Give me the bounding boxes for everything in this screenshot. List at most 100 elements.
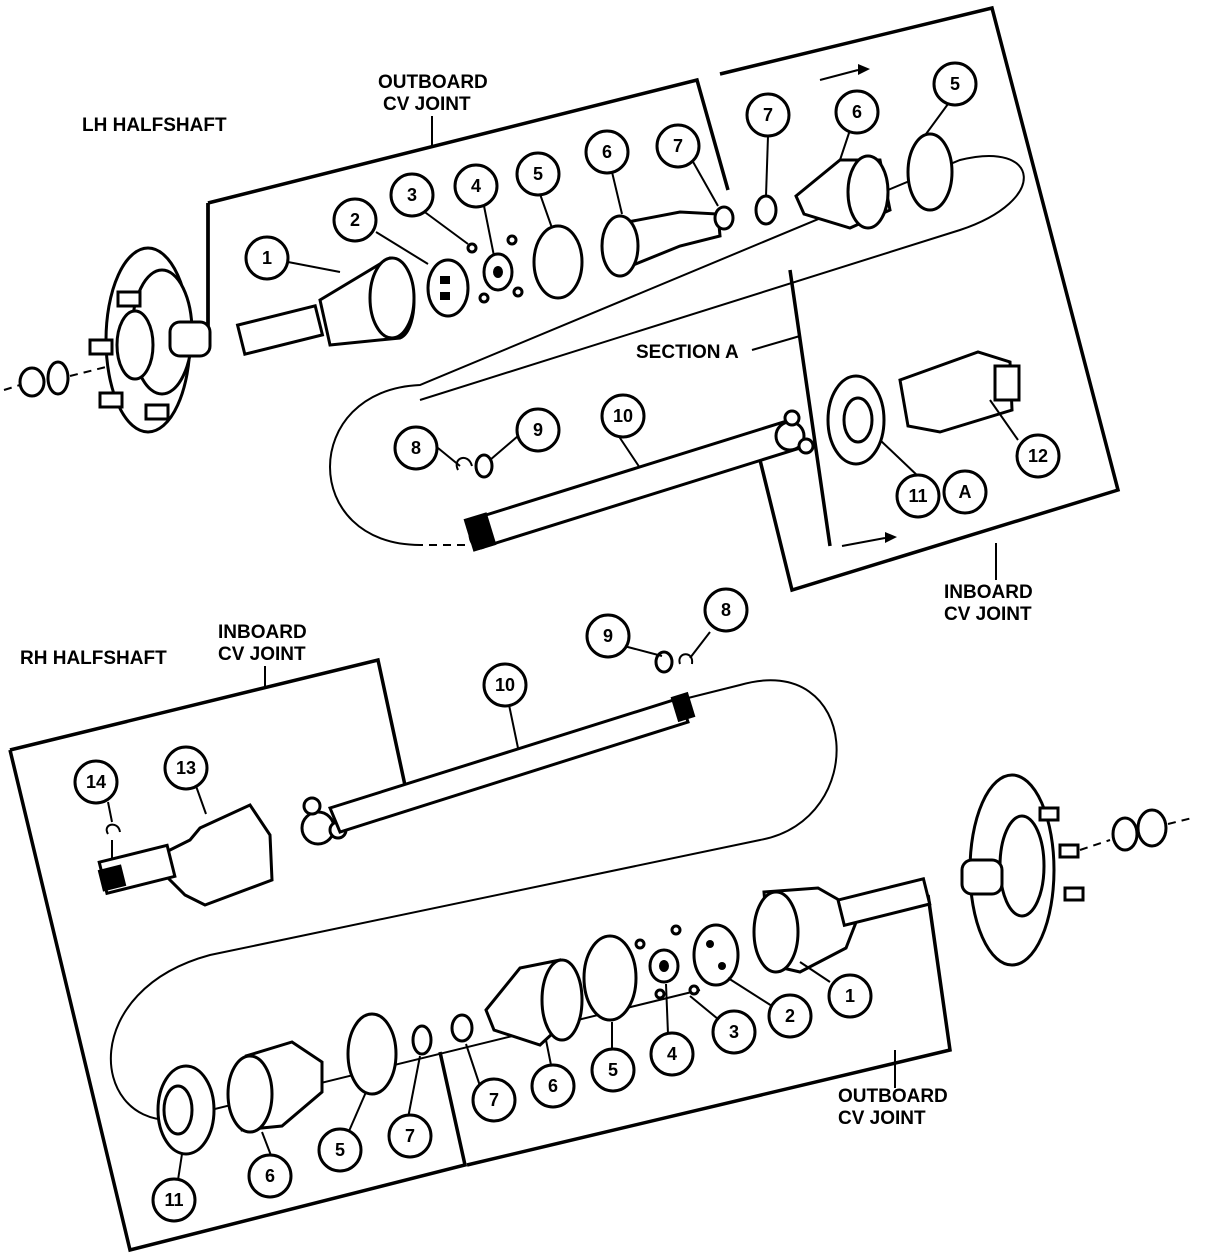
lh-callout-5b: 5 [932,61,978,107]
svg-text:7: 7 [763,105,773,125]
lh-callout-4: 4 [453,163,499,209]
svg-text:1: 1 [845,986,855,1006]
rh-outboard-frame [466,894,952,1167]
svg-text:5: 5 [335,1140,345,1160]
rh-shaft [327,691,696,834]
lh-cv-cage [426,258,470,318]
lh-tripod-seal [826,374,886,466]
lh-callout-9: 9 [515,407,561,453]
lh-outboard-label-2: CV JOINT [383,94,471,115]
section-a-label: SECTION A [636,342,739,363]
lh-callout-7b: 7 [745,92,791,138]
rh-circlip [678,653,694,665]
svg-text:3: 3 [729,1022,739,1042]
lh-callout-12: 12 [1015,433,1061,479]
lh-inboard-boot-clamp [906,132,954,212]
rh-inboard-boot [226,1040,324,1134]
rh-callout-10: 10 [482,662,528,708]
lh-boot [600,210,722,278]
svg-text:5: 5 [533,164,543,184]
lh-callout-3: 3 [389,172,435,218]
rh-callout-5b: 5 [317,1127,363,1173]
rh-boot-clamp [582,934,638,1022]
svg-text:4: 4 [667,1044,677,1064]
lh-wheel-hub [88,246,212,434]
rh-inboard-small-clamp [411,1024,433,1056]
svg-text:7: 7 [489,1090,499,1110]
lh-callout-10: 10 [600,393,646,439]
svg-text:7: 7 [405,1126,415,1146]
rh-callout-13: 13 [163,745,209,791]
rh-callout-7b: 7 [387,1113,433,1159]
svg-text:7: 7 [673,136,683,156]
rh-outer-frame [8,749,468,1253]
rh-outboard-cv-housing [752,876,932,974]
lh-inboard-boot [794,154,892,230]
lh-cv-balls [466,234,524,304]
lh-inboard-small-clamp [754,194,778,226]
svg-text:9: 9 [533,420,543,440]
lh-loop-path [329,155,1025,546]
rh-callout-2: 2 [767,993,813,1039]
rh-outboard-label-1: OUTBOARD [838,1086,948,1107]
svg-text:8: 8 [411,438,421,458]
rh-boot [484,958,584,1047]
lh-callout-7: 7 [655,123,701,169]
rh-inboard-frame [9,657,408,791]
lh-stop-ring [474,453,494,479]
rh-tripod-seal [156,1064,216,1156]
svg-text:10: 10 [495,675,515,695]
svg-text:4: 4 [471,176,481,196]
section-a-callout: A [942,469,988,515]
rh-loop-path [109,679,838,1122]
lh-callout-11: 11 [895,473,941,519]
svg-text:A: A [959,482,972,502]
svg-text:5: 5 [608,1060,618,1080]
rh-tripod-housing [97,803,274,907]
rh-small-clamp [450,1013,474,1043]
rh-stop-ring [654,650,674,674]
lh-outboard-cv-housing [235,256,416,357]
rh-callout-4: 4 [649,1031,695,1077]
lh-boot-clamp [532,224,584,300]
svg-text:6: 6 [265,1166,275,1186]
rh-callout-5: 5 [590,1047,636,1093]
rh-inner-race [648,948,680,984]
rh-inboard-boot-clamp [346,1012,398,1096]
rh-cv-balls [634,924,700,1000]
lh-tripod-housing [898,350,1021,434]
lh-circlip [455,456,473,471]
rh-halfshaft-title: RH HALFSHAFT [20,648,167,669]
rh-callout-11: 11 [151,1177,197,1223]
svg-text:2: 2 [785,1006,795,1026]
rh-callout-9: 9 [585,613,631,659]
lh-hub-nut-washer [3,360,111,398]
rh-callout-6b: 6 [247,1153,293,1199]
lh-callout-6: 6 [584,129,630,175]
svg-text:1: 1 [262,248,272,268]
rh-inboard-label-2: CV JOINT [218,644,306,665]
rh-callout-8: 8 [703,587,749,633]
lh-inner-race [482,252,514,292]
lh-callout-1: 1 [244,235,290,281]
lh-callout-2: 2 [332,197,378,243]
svg-text:11: 11 [908,486,927,506]
svg-text:6: 6 [548,1076,558,1096]
svg-text:6: 6 [852,102,862,122]
svg-text:10: 10 [613,406,633,426]
rh-hub-nut-washer [1079,808,1193,852]
rh-callout-3: 3 [711,1009,757,1055]
rh-circlip-14 [105,823,121,835]
lh-callout-5: 5 [515,151,561,197]
lh-callout-6b: 6 [834,89,880,135]
svg-text:8: 8 [721,600,731,620]
svg-text:12: 12 [1028,446,1048,466]
lh-inboard-label-1: INBOARD [944,582,1033,603]
rh-callout-6: 6 [530,1063,576,1109]
svg-text:13: 13 [176,758,196,778]
rh-inboard-label-1: INBOARD [218,622,307,643]
section-a-frame [788,269,832,547]
rh-callout-14: 14 [73,759,119,805]
svg-text:14: 14 [86,772,106,792]
